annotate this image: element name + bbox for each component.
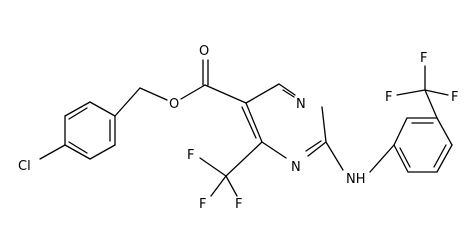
- bond: [204, 84, 247, 104]
- bond: [307, 141, 327, 157]
- bond: [68, 107, 88, 120]
- bond: [399, 147, 411, 168]
- ester-oxygen-label: O: [169, 97, 179, 112]
- chlorine-atom-label: Cl: [18, 159, 31, 174]
- bond: [321, 106, 327, 143]
- bond: [369, 144, 395, 173]
- bond: [89, 144, 116, 160]
- bond: [424, 89, 449, 96]
- bond: [436, 144, 453, 173]
- bond: [114, 87, 141, 117]
- fluorine-atom-label: F: [235, 197, 242, 210]
- bond: [325, 141, 344, 171]
- bond: [39, 144, 66, 160]
- bond: [210, 175, 227, 197]
- pyrimidine-nitrogen-label: N: [296, 97, 306, 112]
- carbonyl-oxygen-label: O: [199, 44, 209, 59]
- bond: [393, 144, 409, 173]
- bond: [261, 141, 287, 159]
- pyrimidine-nitrogen-label: N: [291, 160, 301, 175]
- bond: [278, 83, 296, 96]
- bond: [241, 106, 257, 139]
- chlorophenyl-ring: [64, 101, 116, 160]
- bond: [199, 157, 227, 177]
- bond: [424, 89, 438, 119]
- bond: [282, 89, 295, 98]
- chemical-structure-diagram: Cl O O N N F F F NH: [18, 44, 458, 210]
- fluorine-atom-label: F: [199, 197, 206, 210]
- fluorine-atom-label: F: [385, 90, 392, 105]
- fluorine-atom-label: F: [420, 51, 427, 66]
- trifluoromethylphenyl-ring: [393, 117, 453, 173]
- bond: [64, 144, 91, 160]
- bond: [245, 102, 263, 143]
- bond: [225, 141, 263, 177]
- bond: [436, 117, 453, 146]
- bond: [180, 84, 206, 100]
- bond: [245, 83, 280, 104]
- bond: [305, 140, 322, 152]
- amine-nh-label: NH: [346, 172, 366, 187]
- bond: [89, 101, 116, 117]
- structure-canvas: Cl O O N N F F F NH: [18, 44, 459, 210]
- bond: [225, 175, 238, 197]
- fluorine-atom-label: F: [451, 90, 458, 105]
- pyrimidine-ring: [241, 83, 327, 159]
- bond: [433, 144, 447, 168]
- bond: [68, 141, 88, 154]
- bond: [64, 101, 91, 117]
- fluorine-atom-label: F: [187, 148, 194, 163]
- bond: [396, 89, 426, 96]
- bond: [393, 117, 408, 146]
- bond: [139, 87, 168, 101]
